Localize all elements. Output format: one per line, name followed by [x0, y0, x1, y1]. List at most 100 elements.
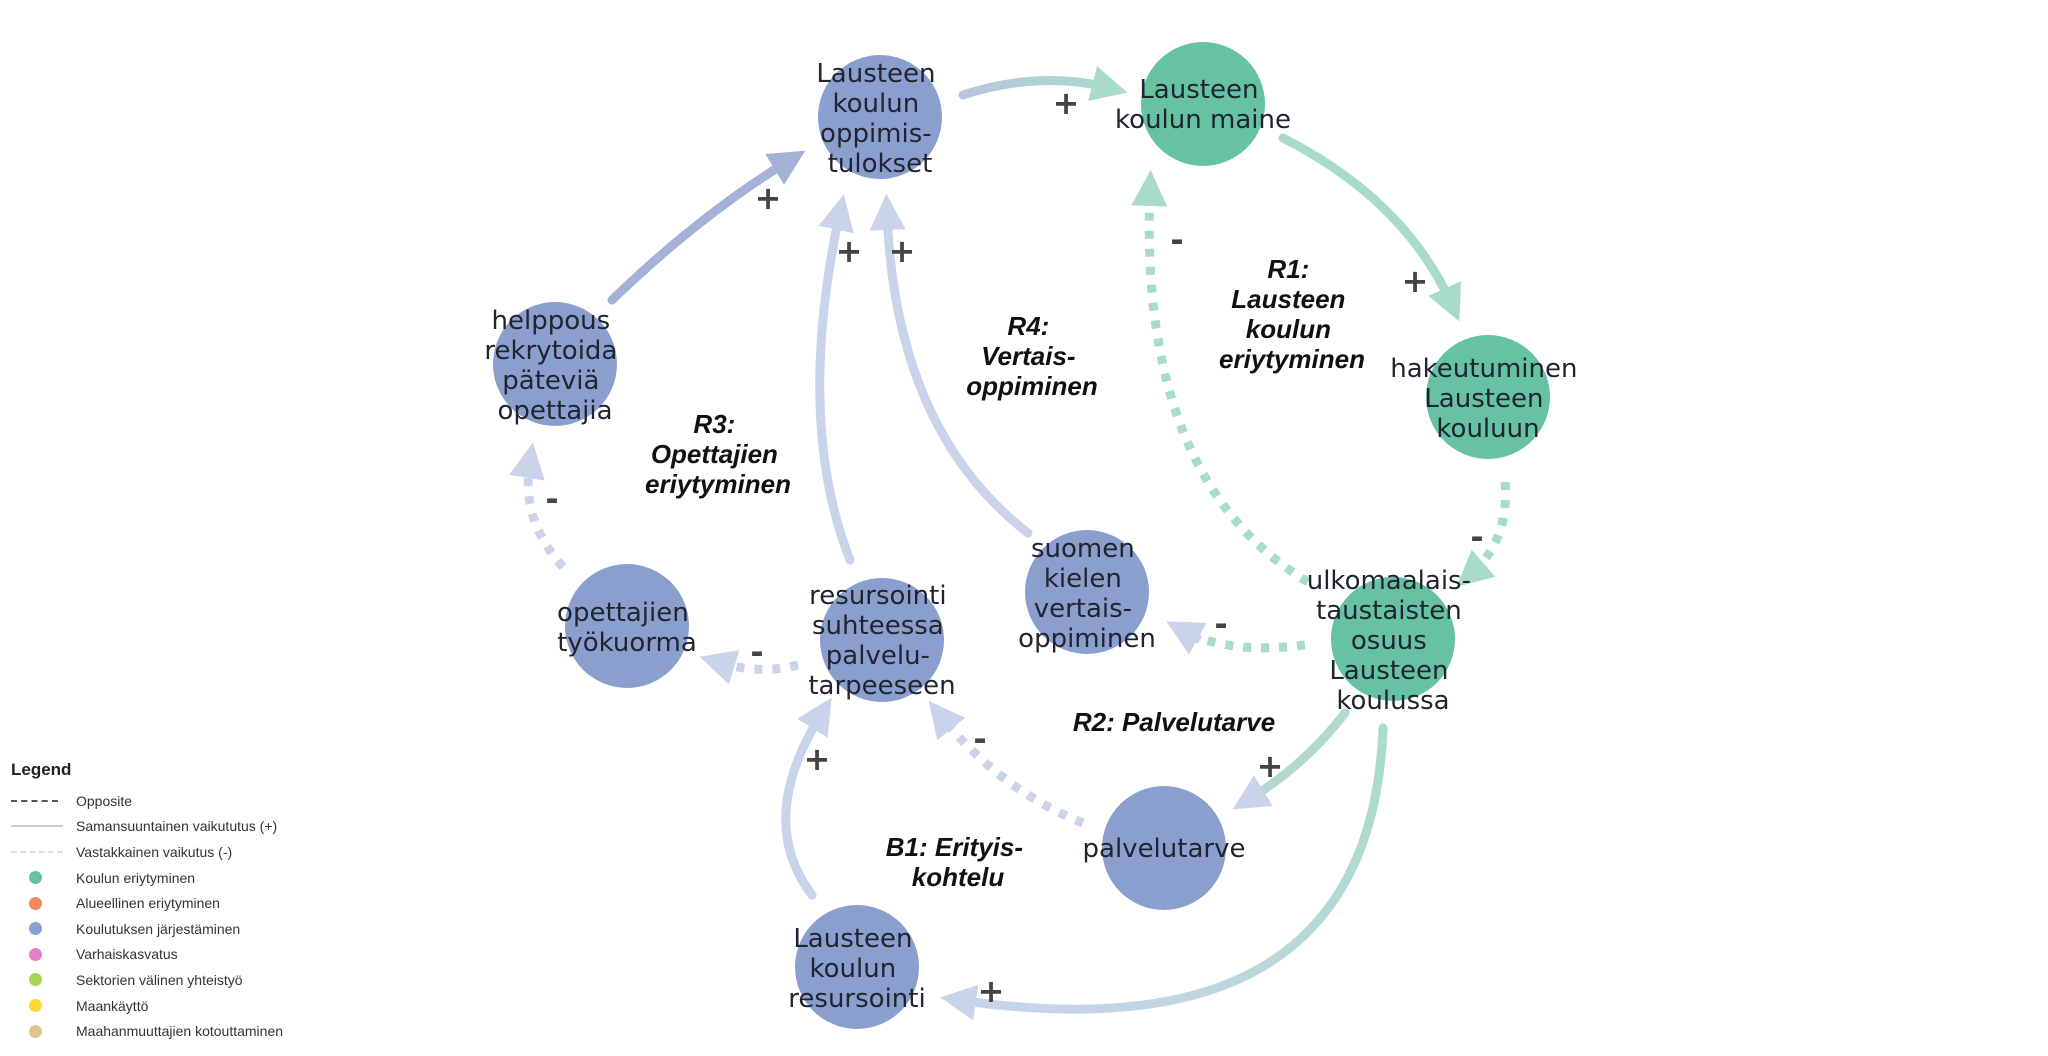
legend-item-same-direction: Samansuuntainen vaikututus (+)	[11, 814, 331, 840]
tan-dot-icon	[29, 1024, 42, 1038]
node-label-line: suhteessa	[812, 611, 944, 641]
legend-label: Sektorien välinen yhteistyö	[76, 971, 243, 988]
legend-label: Varhaiskasvatus	[76, 946, 178, 963]
node-label-line: koulun	[833, 89, 920, 119]
edges	[509, 66, 1511, 1021]
solid-line-icon	[11, 825, 63, 828]
edge-tyokuorma-helppous	[509, 442, 567, 571]
legend-item-maankaytto: Maankäyttö	[11, 993, 331, 1019]
legend-swatch	[11, 999, 76, 1013]
node-label-line: kouluun	[1436, 414, 1539, 444]
loop-label-line: eriytyminen	[645, 469, 791, 499]
node-label: ulkomaalais- taustaisten osuus Lausteen …	[1307, 566, 1480, 716]
node-circle	[1141, 42, 1265, 166]
loop-label-text: B1: Erityis- kohtelu	[886, 832, 1031, 892]
green-dot-icon	[29, 871, 42, 885]
legend-title: Legend	[11, 760, 72, 779]
legend-swatch	[11, 896, 76, 910]
loop-label-line: R2: Palvelutarve	[1073, 707, 1275, 737]
legend-swatch	[11, 947, 76, 961]
node-resursointi: Lausteen koulun resursointi	[788, 905, 926, 1029]
light-dashed-line-icon	[11, 850, 63, 853]
legend-label: Koulun eriytyminen	[76, 869, 196, 886]
orange-dot-icon	[29, 896, 42, 910]
legend-swatch	[11, 850, 76, 853]
node-label-line: Lausteen	[1329, 656, 1448, 686]
node-label: helppous rekrytoida päteviä opettajia	[484, 306, 625, 426]
edge-resursointi-resursointi-suhteessa	[781, 697, 832, 900]
node-label: Lausteen koulun oppimis- tulokset	[816, 59, 943, 179]
node-palvelutarve: palvelutarve	[1083, 786, 1246, 910]
node-label: resursointi suhteessa palvelu- tarpeesee…	[808, 581, 955, 701]
loop-label-line: oppiminen	[966, 371, 1097, 401]
legend-item-sektorien: Sektorien välinen yhteistyö	[11, 967, 331, 993]
legend-item-koulun-eriytyminen: Koulun eriytyminen	[11, 865, 331, 891]
node-label-line: ulkomaalais-	[1307, 566, 1471, 596]
node-hakeutuminen: hakeutuminen Lausteen kouluun	[1390, 335, 1577, 459]
node-ulkomaalais: ulkomaalais- taustaisten osuus Lausteen …	[1307, 566, 1480, 716]
legend-label: Vastakkainen vaikutus (-)	[76, 843, 233, 860]
node-oppimistulokset: Lausteen koulun oppimis- tulokset	[816, 55, 943, 179]
loop-label-r3: R3: Opettajien eriytyminen	[645, 409, 791, 499]
blue-dot-icon	[29, 922, 42, 936]
legend-item-varhaiskasvatus: Varhaiskasvatus	[11, 942, 331, 968]
edge-ulkomaalais-suomen-tip	[1166, 621, 1207, 655]
node-label-line: Lausteen	[816, 59, 935, 89]
loop-label-line: Opettajien	[651, 439, 778, 469]
sign-ulkomaalais-suomen: -	[1214, 605, 1227, 643]
sign-ulkomaalais-maine: -	[1170, 221, 1183, 259]
node-helppous: helppous rekrytoida päteviä opettajia	[484, 302, 625, 426]
legend-item-opposite-effect: Vastakkainen vaikutus (-)	[11, 839, 331, 865]
loop-label-line: Vertais-	[981, 341, 1075, 371]
loop-label-r2: R2: Palvelutarve	[1073, 707, 1275, 737]
loop-label-text: R1: Lausteen koulun eriytyminen	[1219, 254, 1365, 374]
node-label: suomen kielen vertais- oppiminen	[1018, 534, 1156, 654]
sign-resursointi-resursointi-suhteessa: +	[804, 740, 831, 778]
node-label: palvelutarve	[1083, 834, 1246, 864]
node-label: Lausteen koulun resursointi	[788, 924, 925, 1014]
edge-ulkomaalais-palvelutarve	[1232, 708, 1350, 810]
legend-label: Maahanmuuttajien kotouttaminen	[76, 1023, 284, 1040]
sign-palvelutarve-resursointi-suhteessa: -	[973, 720, 986, 758]
sign-resursointi-suhteessa-oppimistulokset: +	[836, 232, 863, 270]
node-tyokuorma: opettajien työkuorma	[557, 564, 697, 688]
node-label-line: opettajia	[497, 396, 612, 426]
node-label-line: koulussa	[1336, 686, 1449, 716]
node-label-line: tulokset	[828, 149, 933, 179]
loop-label-text: R2: Palvelutarve	[1073, 707, 1275, 737]
node-circle	[818, 55, 942, 179]
edge-resursointi-suhteessa-oppimistulokset	[815, 194, 855, 565]
dashed-line-icon	[11, 799, 58, 802]
node-label-line: päteviä	[502, 366, 599, 396]
node-label-line: rekrytoida	[484, 336, 617, 366]
sign-oppimistulokset-maine: +	[1053, 84, 1080, 122]
node-circle	[1426, 335, 1550, 459]
legend-item-kotouttaminen: Maahanmuuttajien kotouttaminen	[11, 1018, 331, 1044]
legend-label: Samansuuntainen vaikututus (+)	[76, 818, 278, 835]
legend: Legend Opposite Samansuuntainen vaikutut…	[11, 760, 331, 1044]
node-label-line: osuus	[1351, 626, 1427, 656]
edge-palvelutarve-resursointi-suhteessa	[928, 700, 1085, 828]
legend-item-opposite: Opposite	[11, 788, 331, 814]
legend-swatch	[11, 825, 76, 828]
node-circle	[565, 564, 689, 688]
node-label-line: palvelutarve	[1083, 834, 1246, 864]
loop-label-line: Lausteen	[1231, 284, 1345, 314]
loop-label-text: R3: Opettajien eriytyminen	[645, 409, 791, 499]
pink-dot-icon	[29, 947, 42, 961]
node-label-line: koulun maine	[1115, 105, 1291, 135]
node-label-line: Lausteen	[1424, 384, 1543, 414]
node-label-line: Lausteen	[793, 924, 912, 954]
node-label-line: oppiminen	[1018, 624, 1156, 654]
loop-label-line: R1:	[1267, 254, 1309, 284]
node-label-line: palvelu-	[826, 641, 930, 671]
sign-maine-hakeutuminen: +	[1402, 262, 1429, 300]
node-label: Lausteen koulun maine	[1115, 75, 1291, 135]
node-label-line: hakeutuminen	[1390, 354, 1577, 384]
legend-swatch	[11, 871, 76, 885]
node-label: opettajien työkuorma	[557, 598, 697, 658]
legend-label: Maankäyttö	[76, 997, 149, 1014]
legend-label: Koulutuksen järjestäminen	[76, 920, 241, 937]
polarity-signs: + + - - + + + - - - + - + +	[545, 84, 1483, 1010]
